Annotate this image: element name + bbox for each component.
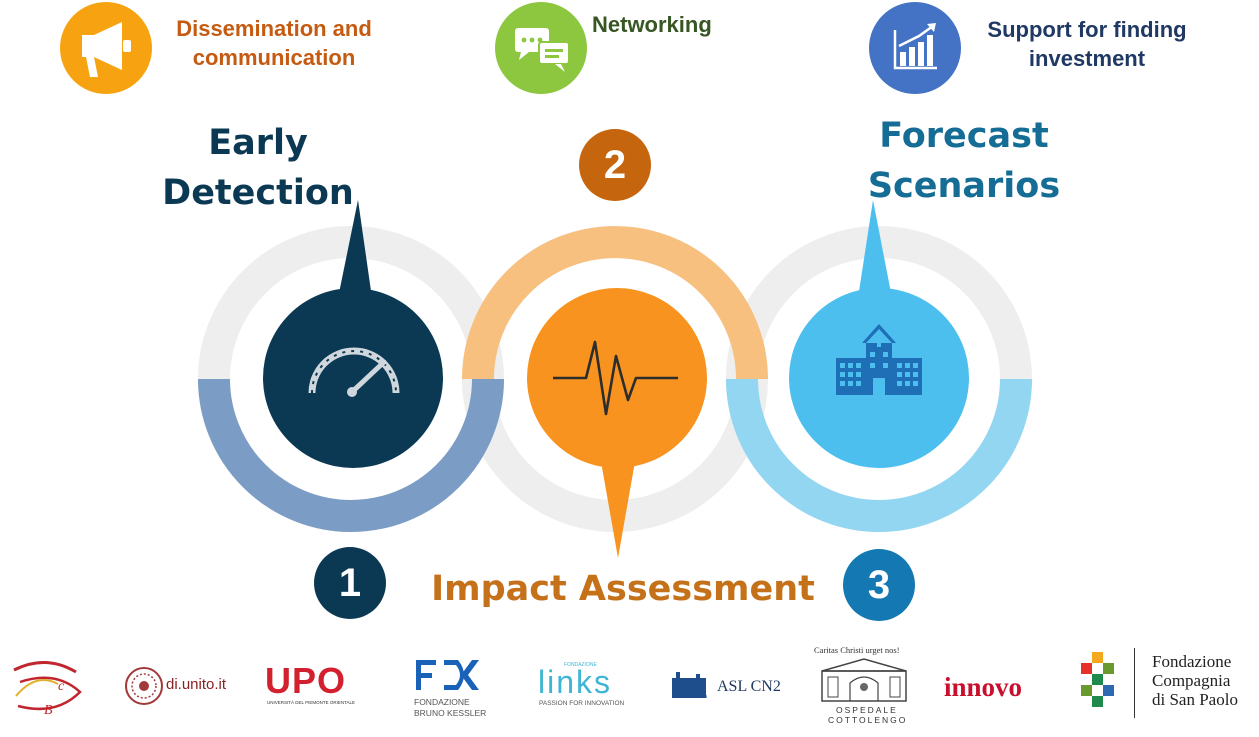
svg-text:B: B — [44, 703, 53, 718]
stage-title-forecast-scenarios: Forecast Scenarios — [867, 116, 1061, 206]
feature-label-networking: Networking — [592, 12, 712, 37]
heartbeat-pulse-icon — [553, 340, 678, 416]
logo-asl-cn2: ALBA ASL CN2 — [670, 670, 790, 704]
logo-dbios: di.unito.it — [122, 666, 242, 706]
bar-chart-growth-icon — [869, 2, 961, 94]
ring-arc-2 — [462, 226, 768, 380]
stage-title-impact-assessment: Impact Assessment — [431, 569, 815, 609]
pointer-1 — [338, 200, 372, 298]
logo-links-text: links — [538, 664, 613, 700]
logo-asl-text: ASL CN2 — [717, 678, 781, 695]
feature-label-dissemination: Dissemination and communication — [176, 16, 372, 70]
logo-compagnia-2: Compagnia — [1152, 671, 1231, 690]
megaphone-icon — [60, 2, 152, 94]
logo-innovo: innovo — [944, 672, 1062, 706]
logo-compagnia-1: Fondazione — [1152, 652, 1232, 671]
logo-compagnia-3: di San Paolo — [1152, 690, 1238, 709]
speedometer-icon — [308, 347, 400, 397]
logo-innovo-text: innovo — [944, 672, 1023, 702]
svg-text:c: c — [58, 679, 65, 694]
logo-links-sub: PASSION FOR INNOVATION — [539, 700, 625, 707]
logo-fbk-sub1: FONDAZIONE — [414, 697, 470, 707]
ring-arc-3 — [726, 378, 1032, 532]
logo-links: FONDAZIONE links PASSION FOR INNOVATION — [536, 662, 646, 710]
feature-label-investment: Support for finding investment — [987, 17, 1187, 71]
pointer-2 — [600, 456, 636, 558]
logo-links-top: FONDAZIONE — [564, 662, 597, 668]
stage-number-1: 1 — [314, 547, 386, 619]
stage-title-early-detection: Early Detection — [162, 123, 354, 213]
logo-cottolengo-2: COTTOLENGO — [828, 715, 908, 725]
ring-arc-1 — [198, 378, 504, 532]
logo-cottolengo-motto: Caritas Christi urget nos! — [814, 645, 900, 655]
stage-circle-1 — [263, 288, 443, 468]
stage-number-3: 3 — [843, 549, 915, 621]
stage-circle-2 — [527, 288, 707, 468]
logo-asl-mark: ALBA — [692, 694, 708, 700]
logo-cottolengo: Caritas Christi urget nos! OSPEDALE COTT… — [808, 645, 920, 725]
logo-fbk-sub2: BRUNO KESSLER — [414, 708, 487, 718]
stage-number-2: 2 — [579, 129, 651, 201]
logo-compagnia-san-paolo: Fondazione Compagnia di San Paolo — [1076, 648, 1256, 720]
logo-cottolengo-1: OSPEDALE — [836, 705, 898, 715]
logo-upo: UPO UNIVERSITÀ DEL PIEMONTE ORIENTALE — [265, 660, 370, 710]
hospital-building-icon — [836, 324, 922, 395]
logo-fbk: FONDAZIONE BRUNO KESSLER — [414, 656, 494, 720]
logo-upo-sub: UNIVERSITÀ DEL PIEMONTE ORIENTALE — [267, 700, 356, 705]
logo-dbios-text: di.unito.it — [166, 676, 227, 693]
logo-upo-text: UPO — [265, 660, 347, 701]
chat-bubbles-icon — [495, 2, 587, 94]
pointer-3 — [858, 200, 892, 298]
logo-compagnia-divider — [1134, 648, 1135, 718]
logo-dbs: c B — [6, 652, 86, 720]
